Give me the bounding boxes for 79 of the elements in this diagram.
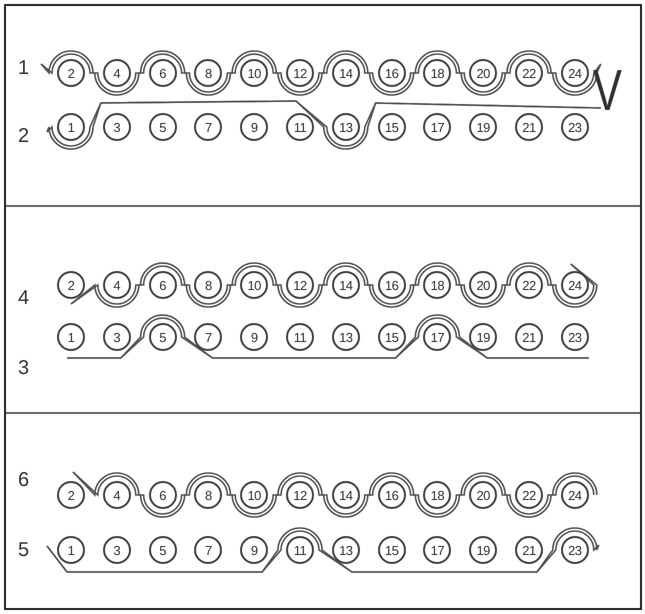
numbered-circle: 12 xyxy=(286,59,314,87)
numbered-circle: 8 xyxy=(194,59,222,87)
numbered-circle: 10 xyxy=(240,481,268,509)
numbered-circle: 20 xyxy=(469,271,498,299)
numbered-circle: 14 xyxy=(332,271,360,299)
row-number: 5 xyxy=(18,540,30,560)
numbered-circle: 7 xyxy=(194,323,222,351)
numbered-circle: 19 xyxy=(469,536,498,564)
numbered-circle: 11 xyxy=(286,323,314,351)
numbered-circle: 17 xyxy=(423,536,452,564)
numbered-circle: 2 xyxy=(57,481,85,509)
letter-mark: V xyxy=(592,62,622,120)
numbered-circle: 23 xyxy=(560,113,589,141)
numbered-circle: 7 xyxy=(194,536,222,564)
numbered-circle: 19 xyxy=(469,113,498,141)
numbered-circle: 24 xyxy=(560,271,589,299)
numbered-circle: 18 xyxy=(423,481,452,509)
numbered-circle: 13 xyxy=(332,113,360,141)
numbered-circle: 1 xyxy=(57,113,85,141)
numbered-circle: 4 xyxy=(102,59,131,87)
numbered-circle: 6 xyxy=(148,59,177,87)
numbered-circle: 5 xyxy=(148,536,177,564)
numbered-circle: 22 xyxy=(515,59,543,87)
numbered-circle: 15 xyxy=(378,323,406,351)
numbered-circle: 20 xyxy=(469,59,498,87)
numbered-circle: 3 xyxy=(102,323,131,351)
numbered-circle: 11 xyxy=(286,536,314,564)
numbered-circle: 21 xyxy=(515,536,543,564)
numbered-circle: 18 xyxy=(423,59,452,87)
numbered-circle: 17 xyxy=(423,323,452,351)
numbered-circle: 18 xyxy=(423,271,452,299)
numbered-circle: 3 xyxy=(102,113,131,141)
numbered-circle: 23 xyxy=(560,323,589,351)
numbered-circle: 17 xyxy=(423,113,452,141)
numbered-circle: 2 xyxy=(57,59,85,87)
row-number: 3 xyxy=(18,358,30,378)
numbered-circle: 3 xyxy=(102,536,131,564)
numbered-circle: 21 xyxy=(515,113,543,141)
numbered-circle: 14 xyxy=(332,481,360,509)
numbered-circle: 8 xyxy=(194,271,222,299)
numbered-circle: 22 xyxy=(515,481,543,509)
numbered-circle: 1 xyxy=(57,536,85,564)
numbered-circle: 4 xyxy=(102,271,131,299)
numbered-circle: 24 xyxy=(560,481,589,509)
numbered-circle: 16 xyxy=(378,481,406,509)
numbered-circle: 5 xyxy=(148,323,177,351)
row-number: 4 xyxy=(18,288,30,308)
numbered-circle: 2 xyxy=(57,271,85,299)
numbered-circle: 1 xyxy=(57,323,85,351)
row-number: 6 xyxy=(18,470,30,490)
numbered-circle: 9 xyxy=(240,323,268,351)
numbered-circle: 6 xyxy=(148,271,177,299)
numbered-circle: 23 xyxy=(560,536,589,564)
numbered-circle: 13 xyxy=(332,323,360,351)
numbered-circle: 12 xyxy=(286,271,314,299)
row-number: 2 xyxy=(18,126,30,146)
numbered-circle: 12 xyxy=(286,481,314,509)
numbered-circle: 8 xyxy=(194,481,222,509)
numbered-circle: 19 xyxy=(469,323,498,351)
numbered-circle: 7 xyxy=(194,113,222,141)
numbered-circle: 16 xyxy=(378,59,406,87)
numbered-circle: 15 xyxy=(378,113,406,141)
numbered-circle: 11 xyxy=(286,113,314,141)
numbered-circle: 21 xyxy=(515,323,543,351)
numbered-circle: 16 xyxy=(378,271,406,299)
numbered-circle: 6 xyxy=(148,481,177,509)
numbered-circle: 15 xyxy=(378,536,406,564)
numbered-circle: 14 xyxy=(332,59,360,87)
numbered-circle: 10 xyxy=(240,59,268,87)
numbered-circle: 9 xyxy=(240,536,268,564)
numbered-circle: 10 xyxy=(240,271,268,299)
numbered-circle: 24 xyxy=(560,59,589,87)
numbered-circle: 4 xyxy=(102,481,131,509)
numbered-circle: 20 xyxy=(469,481,498,509)
row-number: 1 xyxy=(18,58,30,78)
numbered-circle: 5 xyxy=(148,113,177,141)
numbered-circle: 22 xyxy=(515,271,543,299)
numbered-circle: 13 xyxy=(332,536,360,564)
numbered-circle: 9 xyxy=(240,113,268,141)
